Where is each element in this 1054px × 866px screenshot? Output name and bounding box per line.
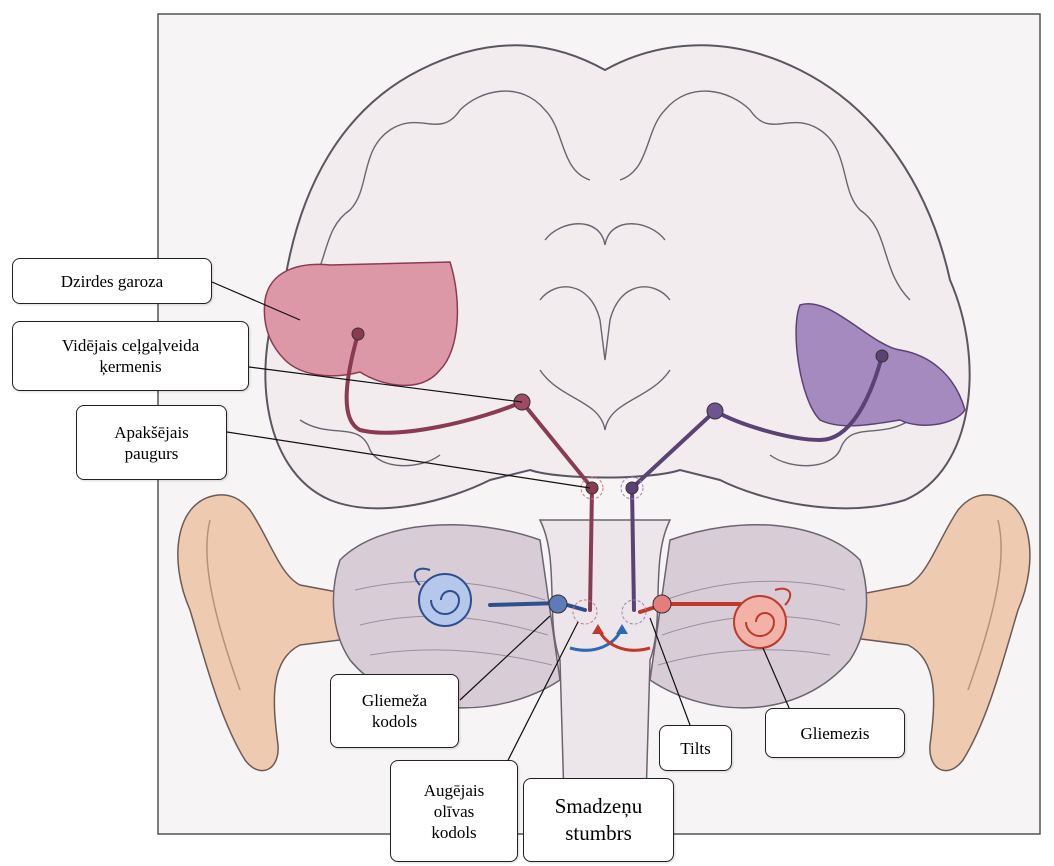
label-cochlear-nucleus-line2: kodols bbox=[372, 711, 417, 732]
label-medial-geniculate-line2: ķermenis bbox=[99, 356, 161, 377]
label-medial-geniculate-line1: Vidējais ceļgaļveida bbox=[62, 335, 199, 356]
label-cochlear-nucleus-line1: Gliemeža bbox=[362, 690, 427, 711]
label-brainstem: Smadzeņu stumbrs bbox=[523, 778, 674, 862]
label-medial-geniculate: Vidējais ceļgaļveida ķermenis bbox=[12, 321, 249, 391]
label-auditory-cortex-line1: Dzirdes garoza bbox=[61, 271, 163, 292]
label-inferior-colliculus-line2: paugurs bbox=[125, 443, 179, 464]
label-superior-olive: Augējais olīvas kodols bbox=[390, 760, 518, 862]
label-brainstem-line1: Smadzeņu bbox=[555, 793, 642, 820]
label-pons-line1: Tilts bbox=[680, 738, 711, 759]
left-auditory-cortex bbox=[264, 262, 457, 385]
label-cochlea: Gliemezis bbox=[765, 708, 905, 758]
label-auditory-cortex: Dzirdes garoza bbox=[12, 258, 212, 304]
label-cochlea-line1: Gliemezis bbox=[801, 723, 870, 744]
label-brainstem-line2: stumbrs bbox=[565, 820, 632, 847]
label-superior-olive-line1: Augējais bbox=[424, 780, 484, 801]
label-cochlear-nucleus: Gliemeža kodols bbox=[330, 674, 459, 748]
label-superior-olive-line2: olīvas bbox=[434, 801, 475, 822]
label-pons: Tilts bbox=[659, 725, 732, 771]
label-inferior-colliculus-line1: Apakšējais bbox=[114, 422, 189, 443]
label-inferior-colliculus: Apakšējais paugurs bbox=[76, 405, 227, 480]
label-superior-olive-line3: kodols bbox=[431, 822, 476, 843]
